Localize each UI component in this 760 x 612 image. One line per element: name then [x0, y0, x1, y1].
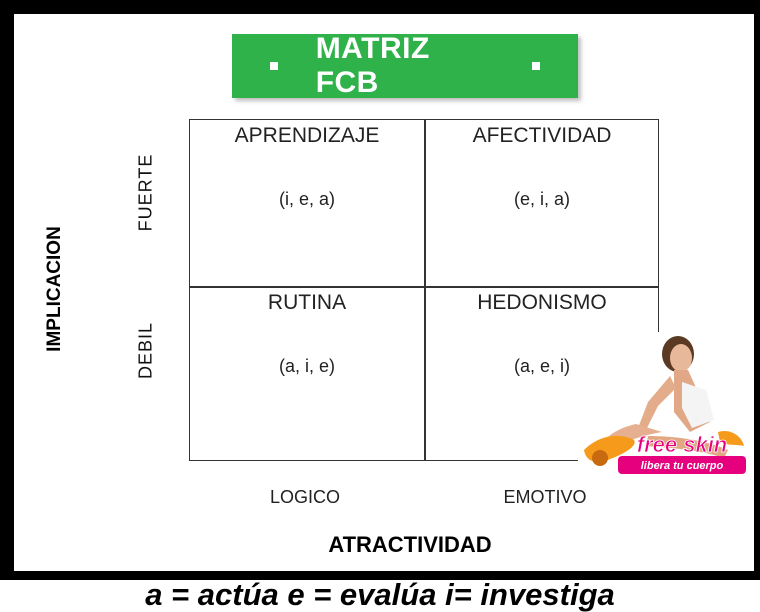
matrix-horizontal-divider: [189, 286, 659, 288]
quadrant-title-aprendizaje: APRENDIZAJE: [234, 124, 380, 147]
y-axis-low-label: DEBIL: [135, 321, 156, 380]
title-banner: MATRIZ FCB: [232, 32, 578, 99]
logo-text: free skin: [637, 432, 728, 457]
diagram-title: MATRIZ FCB: [315, 32, 430, 99]
matrix-vertical-divider: [424, 119, 426, 461]
quadrant-value-hedonismo: (a, e, i): [513, 356, 570, 376]
y-axis-title: IMPLICACION: [44, 226, 65, 352]
quadrant-value-afectividad: (e, i, a): [513, 189, 570, 209]
x-axis-title: ATRACTIVIDAD: [328, 532, 492, 557]
x-axis-right-label: EMOTIVO: [503, 487, 587, 507]
quadrant-value-rutina: (a, i, e): [278, 356, 335, 376]
quadrant-value-aprendizaje: (i, e, a): [278, 189, 335, 209]
woman-skincare-logo-icon: free skin libera tu cuerpo: [584, 336, 746, 474]
y-axis-high-label: FUERTE: [135, 153, 156, 232]
logo-tagline: libera tu cuerpo: [641, 460, 724, 472]
free-skin-logo: free skin libera tu cuerpo: [578, 332, 748, 480]
quadrant-title-hedonismo: HEDONISMO: [477, 291, 607, 314]
quadrant-title-afectividad: AFECTIVIDAD: [472, 124, 612, 147]
bullet-square-icon: [270, 62, 278, 70]
bullet-square-icon: [532, 62, 541, 70]
x-axis-left-label: LOGICO: [269, 487, 340, 507]
legend-text: a = actúa e = evalúa i= investiga: [145, 577, 615, 612]
quadrant-title-rutina: RUTINA: [267, 291, 347, 314]
